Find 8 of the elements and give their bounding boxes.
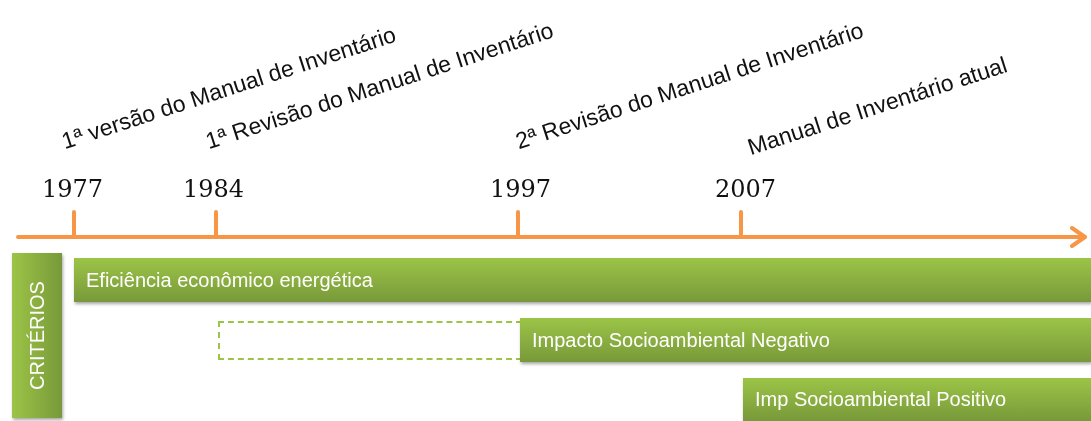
year-label: 1977	[42, 177, 104, 201]
criterion-bar: Eficiência econômico energética	[74, 258, 1091, 302]
year-label: 1997	[490, 177, 552, 201]
criterion-bar: Impacto Socioambiental Negativo	[520, 318, 1091, 362]
year-label: 2007	[715, 177, 777, 201]
year-label: 1984	[183, 177, 245, 201]
criterion-bar: Imp Socioambiental Positivo	[743, 378, 1091, 421]
criteria-band: CRITÉRIOS	[12, 253, 62, 418]
